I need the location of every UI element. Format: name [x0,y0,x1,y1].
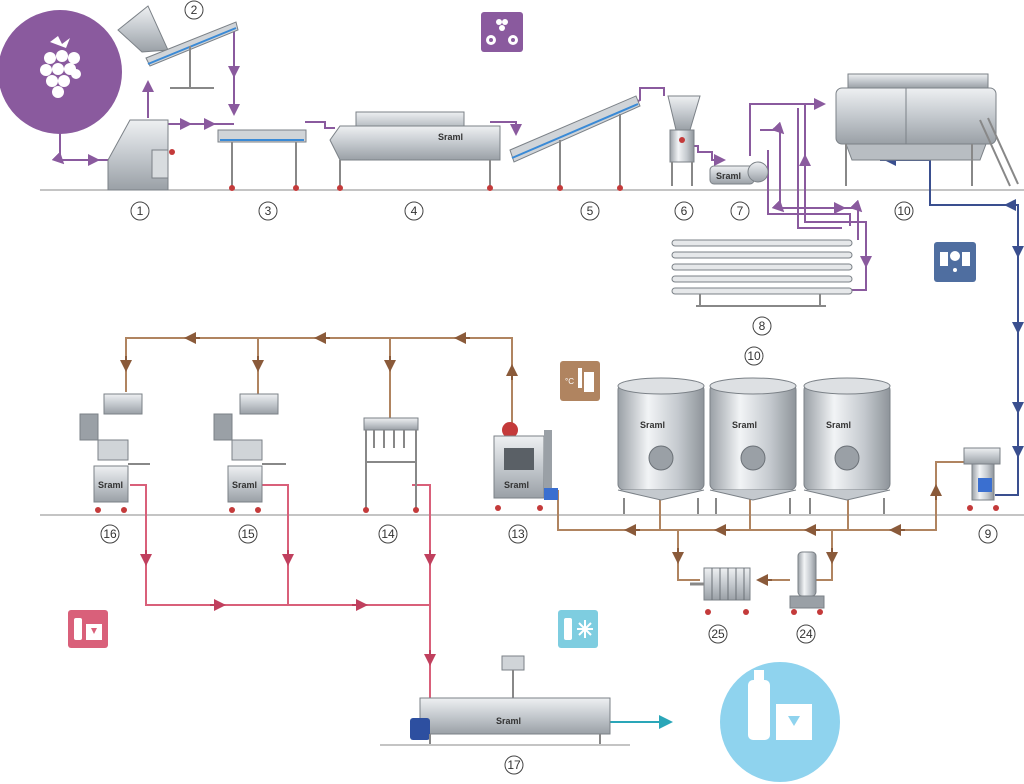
machine-7-brand: Sraml [716,171,741,181]
station-s13-number: 13 [511,527,525,541]
machine-24-cartridge-filter [789,551,825,615]
machine-2-inclined-conveyor [117,5,239,89]
final-product-icon [720,662,840,782]
station-s6-number: 6 [681,204,688,218]
machine-7-mash-pump: Sraml [709,161,769,185]
tank-2-brand: Sraml [732,420,757,430]
machine-17-cooling-tunnel: Sraml [410,655,611,744]
station-s25-number: 25 [711,627,725,641]
machine-3-belt-conveyor [217,129,307,191]
station-s5-badge [580,201,600,221]
machine-16-brand: Sraml [98,480,123,490]
station-s24-number: 24 [799,627,813,641]
station-s9-badge [978,524,998,544]
station-s2-badge [184,0,204,20]
raspberry-gears-icon [481,12,523,52]
station-s10b-badge [744,346,764,366]
red-flow-lines [130,484,431,710]
station-s7-number: 7 [737,204,744,218]
storage-tank-1: Sraml [617,377,705,514]
machine-10-press [835,73,1019,187]
machine-15-brand: Sraml [232,480,257,490]
machine-5-inclined-conveyor [509,95,641,191]
station-s14-number: 14 [381,527,395,541]
station-s7-badge [730,201,750,221]
storage-tank-3: Sraml [803,377,891,514]
machine-4-washer: Sraml [329,111,501,191]
station-s14-badge [378,524,398,544]
station-s17-number: 17 [507,758,521,772]
station-labels: 1 2 3 4 5 6 7 8 9 10 10 13 14 15 16 17 24 25 [100,0,998,775]
tank-3-brand: Sraml [826,420,851,430]
storage-tank-2: Sraml [709,377,797,514]
machine-14-filler [363,417,419,513]
station-s10b-number: 10 [747,349,761,363]
station-s4-number: 4 [411,204,418,218]
station-s10a-number: 10 [897,204,911,218]
station-s13-badge [508,524,528,544]
machine-6-mill [667,95,701,186]
station-s16-badge [100,524,120,544]
station-s1-badge [130,201,150,221]
station-s8-number: 8 [759,319,766,333]
machine-16-filler: Sraml [79,393,150,513]
station-s9-number: 9 [985,527,992,541]
machine-8-heat-exchanger [671,239,853,307]
station-s16-number: 16 [103,527,117,541]
station-s3-badge [258,201,278,221]
thermometer-tank-icon: °C [560,361,600,401]
station-s10a-badge [894,201,914,221]
station-s17-badge [504,755,524,775]
bottle-box-icon [68,610,108,648]
station-s1-number: 1 [137,204,144,218]
raspberry-icon [0,10,122,134]
station-s2-number: 2 [191,3,198,17]
machine-15-filler: Sraml [213,393,286,513]
station-s25-badge [708,624,728,644]
station-s24-badge [796,624,816,644]
machine-25-plate-filter [690,567,751,615]
machine-13-pasteurizer: Sraml [493,422,558,511]
machine-1-receiving-hopper [107,119,175,191]
tank-1-brand: Sraml [640,420,665,430]
station-s4-badge [404,201,424,221]
station-s15-number: 15 [241,527,255,541]
machine-9-pump [963,447,1001,511]
station-s8-badge [752,316,772,336]
juice-press-icon [934,242,976,282]
machine-4-brand: Sraml [438,132,463,142]
machine-17-brand: Sraml [496,716,521,726]
station-s6-badge [674,201,694,221]
station-s15-badge [238,524,258,544]
bottle-snowflake-icon [558,610,598,648]
svg-text:°C: °C [565,377,574,386]
station-s5-number: 5 [587,204,594,218]
machine-13-brand: Sraml [504,480,529,490]
station-s3-number: 3 [265,204,272,218]
